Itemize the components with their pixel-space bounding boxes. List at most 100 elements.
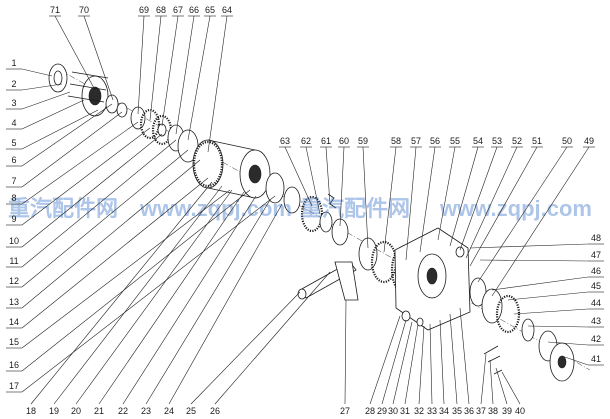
gear-housing bbox=[394, 227, 471, 331]
callout-label-34: 34 bbox=[439, 406, 449, 416]
callout-leader-6 bbox=[21, 103, 113, 167]
callout-label-13: 13 bbox=[9, 297, 19, 307]
callout-label-65: 65 bbox=[205, 5, 215, 15]
callout-label-9: 9 bbox=[11, 214, 16, 224]
callout-leader-63 bbox=[284, 146, 313, 207]
callout-label-29: 29 bbox=[377, 406, 387, 416]
callout-label-4: 4 bbox=[11, 118, 16, 128]
callout-leader-26 bbox=[214, 271, 331, 405]
callout-leader-69 bbox=[137, 15, 145, 115]
callout-label-71: 71 bbox=[50, 5, 60, 15]
callout-label-5: 5 bbox=[11, 138, 16, 148]
callout-label-59: 59 bbox=[358, 136, 368, 146]
callout-label-16: 16 bbox=[9, 360, 19, 370]
callout-leader-30 bbox=[392, 321, 413, 405]
rear-cover-assembly bbox=[469, 277, 575, 382]
callout-leader-25 bbox=[190, 291, 301, 405]
callout-label-58: 58 bbox=[391, 136, 401, 146]
callout-leader-51 bbox=[469, 146, 538, 267]
callout-leader-21 bbox=[98, 191, 245, 405]
callout-label-44: 44 bbox=[591, 298, 601, 308]
callout-label-33: 33 bbox=[427, 406, 437, 416]
callout-leader-22 bbox=[122, 195, 257, 405]
callout-leader-46 bbox=[491, 276, 589, 291]
callout-leader-36 bbox=[459, 307, 470, 405]
callout-label-39: 39 bbox=[502, 406, 512, 416]
callout-leader-39 bbox=[495, 367, 508, 405]
callout-label-21: 21 bbox=[94, 406, 104, 416]
callout-label-38: 38 bbox=[488, 406, 498, 416]
callout-leader-70 bbox=[83, 15, 114, 101]
callout-label-69: 69 bbox=[139, 5, 149, 15]
callout-leader-64 bbox=[207, 15, 228, 153]
callout-leader-61 bbox=[325, 146, 331, 205]
watermark-far-right: www.zqpj.com bbox=[439, 196, 592, 221]
callout-leader-13 bbox=[21, 159, 201, 309]
callout-leader-17 bbox=[21, 195, 276, 393]
callout-label-55: 55 bbox=[450, 136, 460, 146]
callout-leader-31 bbox=[404, 323, 419, 405]
callout-label-52: 52 bbox=[512, 136, 522, 146]
assembly-axis bbox=[59, 69, 591, 371]
callout-leader-71 bbox=[54, 15, 96, 91]
callout-label-31: 31 bbox=[400, 406, 410, 416]
callout-label-67: 67 bbox=[173, 5, 183, 15]
callout-label-30: 30 bbox=[388, 406, 398, 416]
callout-label-50: 50 bbox=[562, 136, 572, 146]
callout-label-24: 24 bbox=[164, 406, 174, 416]
callout-leader-68 bbox=[149, 15, 162, 121]
callout-label-48: 48 bbox=[591, 233, 601, 243]
callout-label-6: 6 bbox=[11, 155, 16, 165]
watermark-right: 重汽配件网 bbox=[300, 196, 410, 221]
callout-leader-42 bbox=[547, 341, 589, 346]
callout-leader-67 bbox=[161, 15, 179, 127]
callout-leader-48 bbox=[469, 243, 589, 249]
callout-label-8: 8 bbox=[11, 193, 16, 203]
callout-leader-18 bbox=[30, 181, 213, 405]
callout-label-26: 26 bbox=[210, 406, 220, 416]
callout-leader-23 bbox=[145, 199, 271, 405]
callout-leader-4 bbox=[21, 99, 85, 130]
callout-leader-27 bbox=[344, 299, 347, 405]
callout-label-47: 47 bbox=[591, 250, 601, 260]
callout-label-54: 54 bbox=[473, 136, 483, 146]
callout-label-10: 10 bbox=[9, 236, 19, 246]
callout-label-56: 56 bbox=[430, 136, 440, 146]
front-cover-assembly bbox=[48, 63, 128, 118]
callout-leader-24 bbox=[168, 203, 283, 405]
callout-leader-66 bbox=[175, 15, 195, 135]
callout-leader-41 bbox=[561, 355, 589, 366]
callout-leader-40 bbox=[501, 371, 521, 405]
callout-leader-20 bbox=[75, 189, 233, 405]
callout-leader-37 bbox=[480, 353, 487, 405]
watermark-left: 重汽配件网 bbox=[8, 196, 118, 221]
callout-leader-10 bbox=[21, 133, 163, 248]
callout-leader-33 bbox=[429, 323, 433, 405]
callout-leader-43 bbox=[527, 325, 589, 328]
callout-label-17: 17 bbox=[9, 381, 19, 391]
callout-label-18: 18 bbox=[26, 406, 36, 416]
callout-leader-52 bbox=[465, 146, 518, 259]
callout-label-32: 32 bbox=[414, 406, 424, 416]
callout-label-20: 20 bbox=[71, 406, 81, 416]
shift-shaft-and-lever bbox=[297, 261, 359, 301]
callout-label-41: 41 bbox=[591, 354, 601, 364]
callout-leader-9 bbox=[21, 127, 151, 226]
callout-leader-60 bbox=[339, 146, 345, 227]
callout-leader-34 bbox=[439, 319, 445, 405]
callout-leader-32 bbox=[418, 325, 425, 405]
callout-label-28: 28 bbox=[365, 406, 375, 416]
callout-leader-35 bbox=[449, 313, 458, 405]
callout-leader-19 bbox=[53, 185, 223, 405]
callout-leader-3 bbox=[21, 91, 71, 110]
callout-label-7: 7 bbox=[11, 176, 16, 186]
callout-leader-1 bbox=[21, 68, 53, 77]
callout-label-61: 61 bbox=[321, 136, 331, 146]
callout-leader-57 bbox=[405, 146, 417, 261]
callout-label-42: 42 bbox=[591, 334, 601, 344]
callout-leader-16 bbox=[21, 189, 251, 372]
callout-label-25: 25 bbox=[186, 406, 196, 416]
